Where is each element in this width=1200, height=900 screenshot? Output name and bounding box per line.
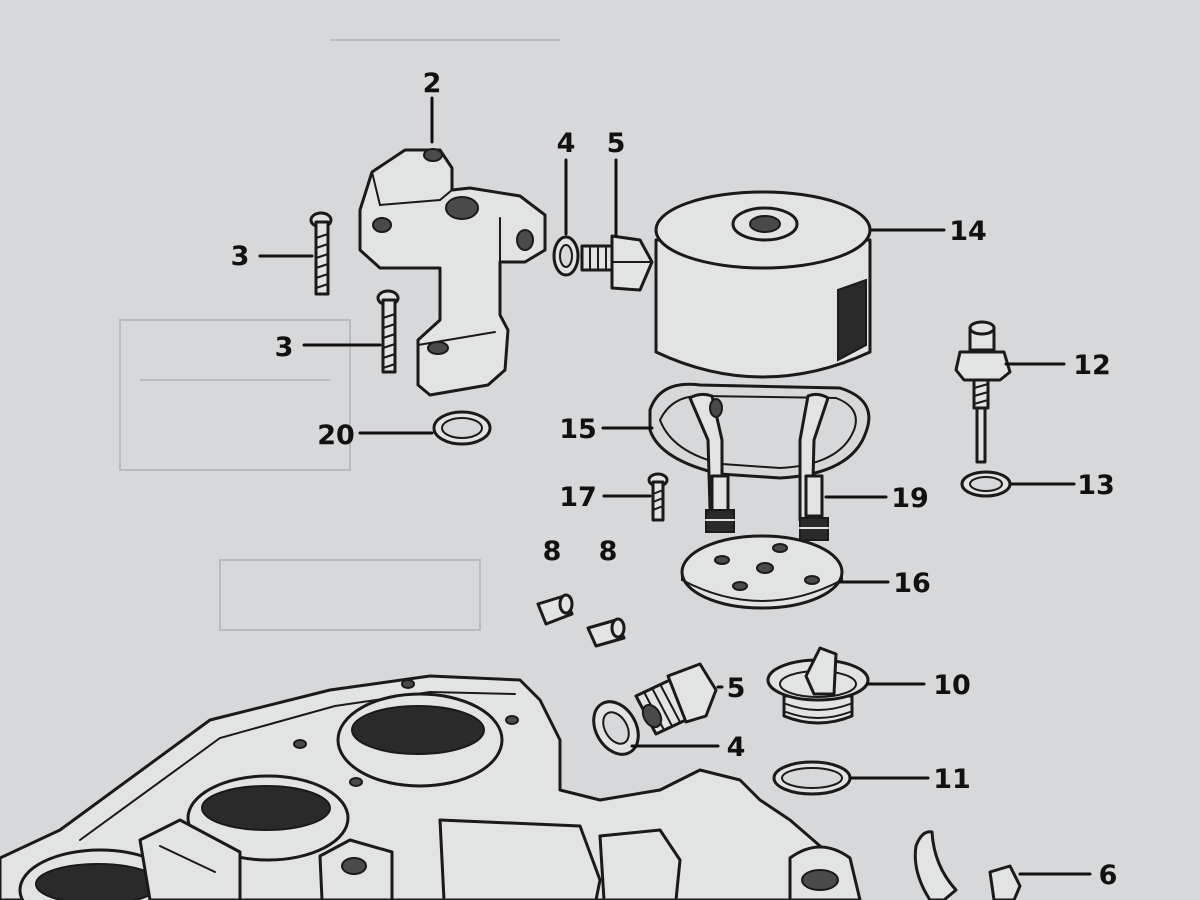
part-20-o-ring-inner <box>441 417 483 439</box>
part-8-dowel-pin-left <box>536 593 574 626</box>
label-2: 2 <box>423 68 442 99</box>
label-13: 13 <box>1077 470 1115 501</box>
label-17: 17 <box>559 482 597 513</box>
label-20: 20 <box>317 420 355 451</box>
label-5-lower: 5 <box>727 673 746 704</box>
part-13-washer-inner <box>969 476 1003 492</box>
part-10-filler-cap <box>766 646 870 725</box>
callout-labels: 2 3 3 4 5 14 12 15 20 17 19 13 8 8 16 5 … <box>231 68 1118 891</box>
part-3-bolt-upper <box>309 211 333 296</box>
label-12: 12 <box>1073 350 1111 381</box>
part-11-o-ring-inner <box>781 767 843 789</box>
label-11: 11 <box>933 764 971 795</box>
crankcase-half <box>0 674 862 900</box>
part-3-bolt-lower <box>376 289 400 374</box>
label-16: 16 <box>893 568 931 599</box>
label-10: 10 <box>933 670 971 701</box>
label-5-upper: 5 <box>607 128 626 159</box>
label-8-left: 8 <box>543 536 562 567</box>
part-5-union-bolt-top <box>580 234 654 292</box>
part-4-washer-lower-inner <box>602 711 630 745</box>
part-4-washer-top-inner <box>559 244 573 268</box>
label-15: 15 <box>559 414 597 445</box>
part-2-filter-bracket <box>358 148 547 397</box>
part-17-screw <box>647 472 669 522</box>
label-3-lower: 3 <box>275 332 294 363</box>
label-4-lower: 4 <box>727 732 746 763</box>
part-15-gasket <box>648 382 871 480</box>
part-16-base-plate <box>680 534 844 610</box>
leader-lines <box>258 96 1092 876</box>
part-6-hose <box>913 830 1022 900</box>
part-12-oil-pressure-switch <box>954 320 1012 464</box>
label-6: 6 <box>1099 860 1118 891</box>
part-8-dowel-pin-right <box>586 617 626 648</box>
part-19-center-pipes <box>688 392 830 541</box>
label-14: 14 <box>949 216 987 247</box>
background-show-through <box>119 39 560 631</box>
part-5-drain-plug-lower <box>634 662 718 736</box>
label-4-upper: 4 <box>557 128 576 159</box>
label-3-upper: 3 <box>231 241 250 272</box>
label-8-right: 8 <box>599 536 618 567</box>
label-19: 19 <box>891 483 929 514</box>
part-14-filter-housing <box>654 190 872 379</box>
